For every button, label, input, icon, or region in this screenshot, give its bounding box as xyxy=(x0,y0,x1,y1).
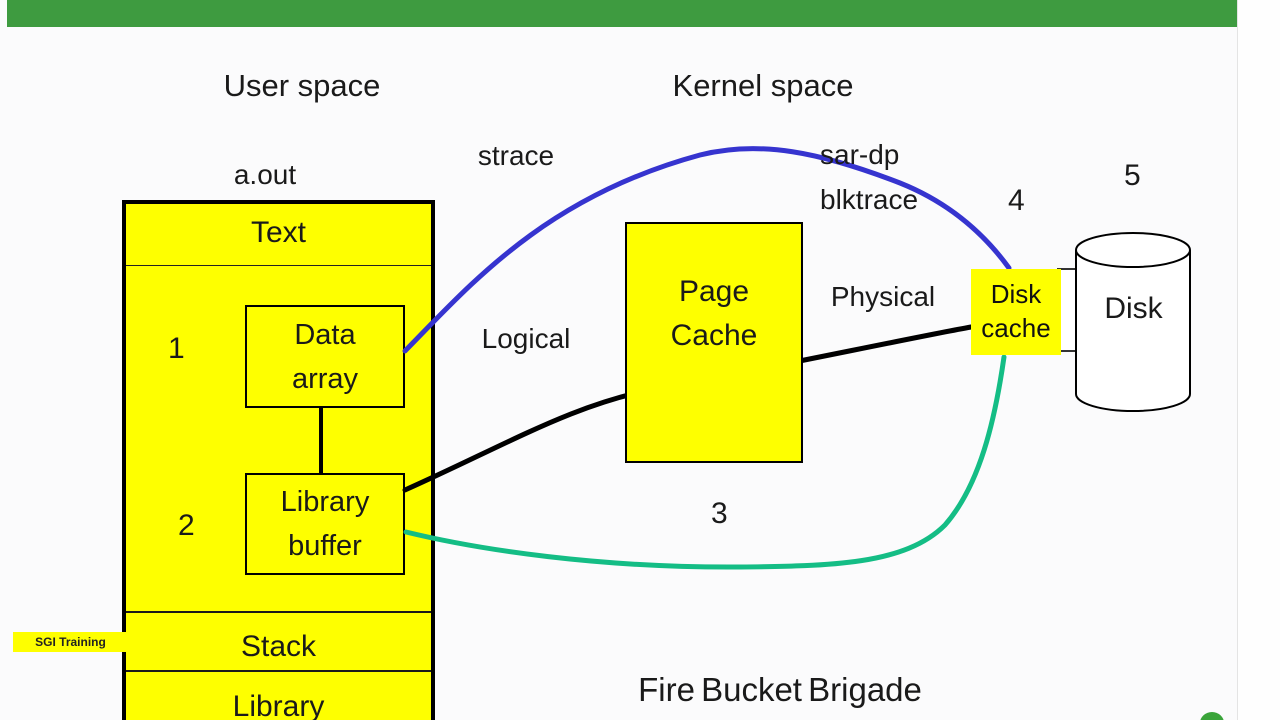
library-buffer-box: Library buffer xyxy=(245,473,405,575)
step-1-number: 1 xyxy=(168,332,185,365)
blktrace-label: blktrace xyxy=(820,184,919,215)
step-4-number: 4 xyxy=(1008,184,1025,217)
data-to-buffer-connector xyxy=(319,408,323,473)
data-array-label: Data array xyxy=(291,318,359,395)
direct-io-curve-green xyxy=(403,354,1007,570)
library-top-divider xyxy=(126,670,431,672)
kernel-space-heading: Kernel space xyxy=(672,68,854,103)
step-5-number: 5 xyxy=(1124,159,1141,192)
disk-cache-label: Disk cache xyxy=(981,279,1051,343)
step-2-number: 2 xyxy=(178,509,195,542)
strace-curve-blue xyxy=(402,146,1012,354)
page-cache-label: Page Cache xyxy=(670,275,758,352)
text-section-label: Text xyxy=(250,216,307,249)
disk-cylinder-body xyxy=(1075,250,1191,412)
logical-label: Logical xyxy=(481,323,571,354)
library-section-label: Library xyxy=(232,690,325,720)
header-bar xyxy=(7,0,1238,27)
disk-label: Disk xyxy=(1104,292,1163,325)
slide-caption: Fire Bucket Brigade xyxy=(638,671,922,708)
recording-dot-icon xyxy=(1200,712,1224,720)
strace-label: strace xyxy=(477,140,555,171)
page-cache-box: Page Cache xyxy=(625,222,803,463)
sgi-training-badge: SGI Training xyxy=(13,632,128,652)
right-margin-strip xyxy=(1237,0,1280,720)
disk-cache-box: Disk cache xyxy=(971,269,1061,355)
library-buffer-label: Library buffer xyxy=(280,486,370,562)
aout-title: a.out xyxy=(233,159,297,190)
data-array-box: Data array xyxy=(245,305,405,408)
text-section-divider xyxy=(126,265,431,266)
aout-box xyxy=(122,200,435,720)
disk-cylinder-top xyxy=(1075,232,1191,268)
sar-dp-label: sar-dp xyxy=(820,139,900,170)
stack-section-label: Stack xyxy=(240,630,317,663)
stack-top-divider xyxy=(126,611,431,613)
step-3-number: 3 xyxy=(711,497,728,530)
user-space-heading: User space xyxy=(223,68,381,103)
physical-label: Physical xyxy=(830,281,936,312)
